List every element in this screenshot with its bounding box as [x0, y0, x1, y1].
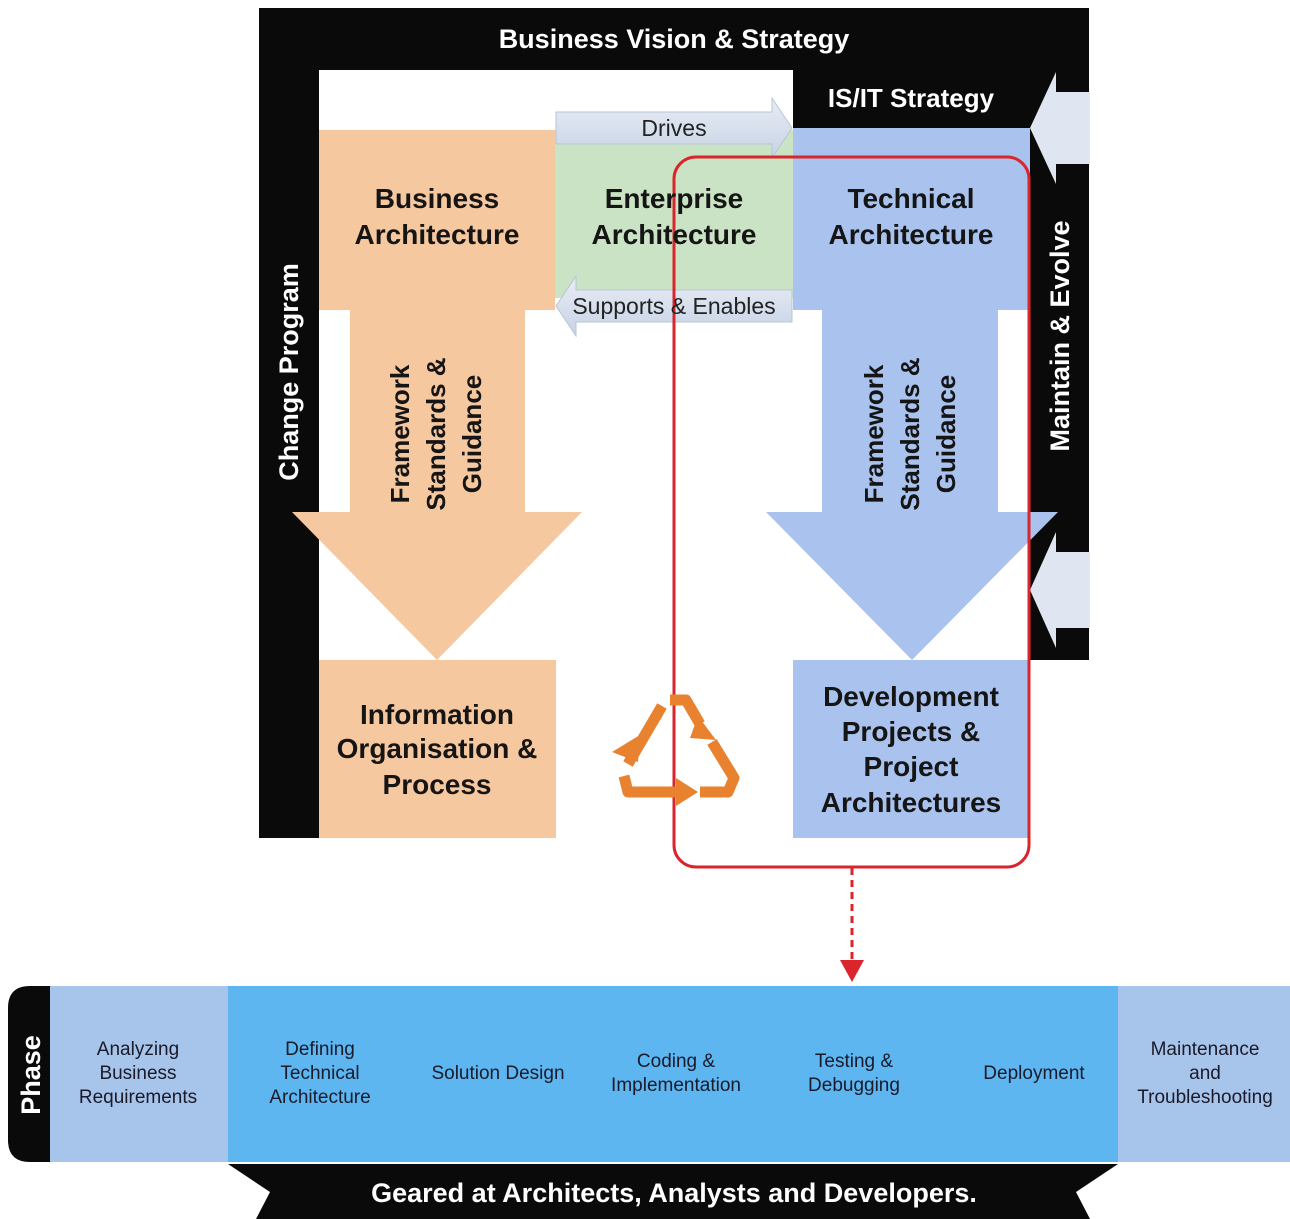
phase-solution-design: Solution Design	[431, 1063, 565, 1084]
framework-left-line3: Guidance	[457, 375, 487, 493]
phase-bar-light-right	[1118, 986, 1290, 1162]
evolve-arrow-top	[1030, 72, 1090, 184]
development-line4: Architectures	[821, 787, 1002, 818]
evolve-arrow-bottom	[1030, 532, 1090, 648]
business-architecture-line1: Business	[375, 183, 500, 214]
information-org-line2: Organisation &	[337, 733, 538, 764]
development-line1: Development	[823, 681, 999, 712]
phase-analyzing: Analyzing Business Requirements	[78, 1039, 198, 1108]
framework-right-line2: Standards &	[895, 357, 925, 510]
isit-strategy-text: IS/IT Strategy	[828, 83, 995, 113]
drives-arrow	[555, 96, 793, 160]
phase-bar-light-left	[50, 986, 230, 1162]
connector-arrowhead	[840, 960, 864, 982]
phase-coding: Coding & Implementation	[611, 1051, 741, 1096]
drives-label: Drives	[641, 115, 706, 141]
footer-text: Geared at Architects, Analysts and Devel…	[371, 1178, 977, 1208]
business-vision-banner	[259, 8, 1089, 70]
technical-architecture-line2: Architecture	[829, 219, 994, 250]
business-architecture-box	[319, 130, 555, 310]
supports-enables-label: Supports & Enables	[572, 293, 775, 319]
phase-tab-label: Phase	[16, 1035, 46, 1115]
phase-tab	[8, 986, 50, 1162]
framework-right-line1: Framework	[859, 364, 889, 503]
development-projects-box	[793, 660, 1030, 838]
maintain-evolve-label: Maintain & Evolve	[1045, 220, 1075, 451]
development-line3: Project	[864, 751, 959, 782]
enterprise-architecture-line2: Architecture	[592, 219, 757, 250]
framework-right-line3: Guidance	[931, 375, 961, 493]
change-program-column	[259, 8, 319, 838]
phase-defining: Defining Technical Architecture	[269, 1039, 371, 1108]
phase-deployment: Deployment	[983, 1063, 1085, 1084]
phase-testing: Testing & Debugging	[808, 1051, 900, 1096]
enterprise-architecture-line1: Enterprise	[605, 183, 744, 214]
development-line2: Projects &	[842, 716, 981, 747]
phase-bar-main	[228, 986, 1120, 1162]
change-program-label: Change Program	[274, 263, 304, 481]
information-org-line3: Process	[383, 769, 492, 800]
business-architecture-line2: Architecture	[355, 219, 520, 250]
technical-down-arrow	[766, 300, 1058, 660]
highlight-frame	[672, 155, 1031, 869]
recycle-icon	[618, 694, 740, 798]
framework-left-line2: Standards &	[421, 357, 451, 510]
top-banner-text: Business Vision & Strategy	[499, 24, 850, 54]
phase-maintenance: Maintenance and Troubleshooting	[1137, 1039, 1273, 1108]
technical-architecture-line1: Technical	[847, 183, 974, 214]
business-down-arrow	[292, 300, 582, 660]
information-org-line1: Information	[360, 699, 514, 730]
framework-left-line1: Framework	[385, 364, 415, 503]
information-org-box	[319, 660, 556, 838]
footer-banner	[228, 1164, 1118, 1219]
